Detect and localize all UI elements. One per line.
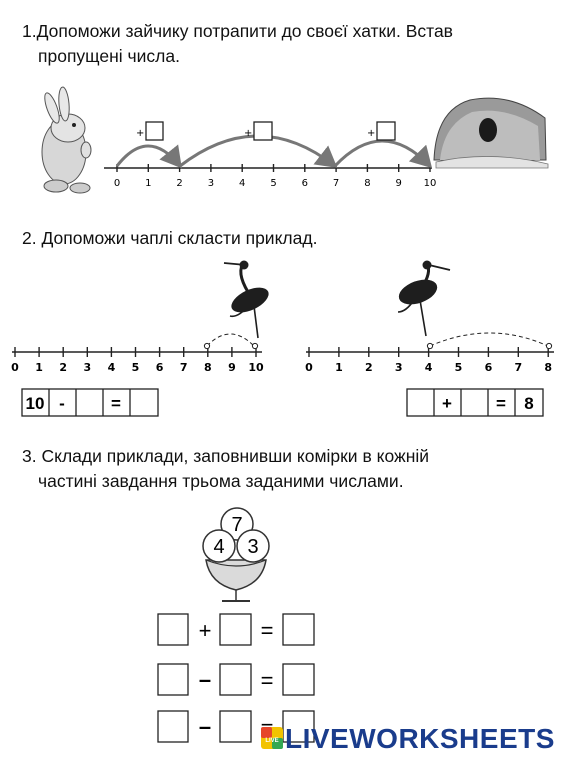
task1-heading: 1.Допоможи зайчику потрапити до своєї ха… <box>22 19 453 69</box>
liveworksheets-watermark: LIVE LIVEWORKSHEETS <box>261 723 555 754</box>
left-eq-equals: = <box>111 394 121 413</box>
bunny-picture <box>41 86 92 194</box>
task3-heading: 3. Склади приклади, заповнивши комірки в… <box>22 444 429 494</box>
ball-top-number: 7 <box>231 514 242 536</box>
t2-left-tick-label-6: 6 <box>156 361 164 374</box>
right-eq-result: 8 <box>524 394 533 413</box>
plus-sign-2: + <box>244 128 252 139</box>
t2-left-tick-label-9: 9 <box>228 361 236 374</box>
task2-left-number-line: 0 1 2 3 4 5 6 7 8 9 10 <box>11 333 264 374</box>
t1-tick-label-6: 6 <box>302 178 308 189</box>
t1-tick-label-1: 1 <box>145 178 151 189</box>
plus-sign-1: + <box>136 128 144 139</box>
t2-left-tick-label-10: 10 <box>248 361 264 374</box>
task1-line1: 1.Допоможи зайчику потрапити до своєї ха… <box>22 21 453 41</box>
left-eq-minus: - <box>59 394 65 413</box>
task1-line2: пропущені числа. <box>38 46 180 66</box>
heron-left-picture <box>223 260 269 339</box>
t2-right-tick-label-6: 6 <box>485 361 493 374</box>
t2-right-tick-label-1: 1 <box>335 361 343 374</box>
right-eq-plus: + <box>442 394 452 413</box>
bunny-house-picture <box>433 97 549 169</box>
row2-box-b[interactable] <box>219 663 252 696</box>
row3-op: – <box>199 714 211 739</box>
row2-box-c[interactable] <box>282 663 315 696</box>
t1-tick-label-9: 9 <box>396 178 402 189</box>
t1-tick-label-2: 2 <box>176 178 182 189</box>
t2-left-tick-label-3: 3 <box>83 361 91 374</box>
ball-left-number: 4 <box>213 536 224 558</box>
row1-box-a[interactable] <box>157 613 189 646</box>
ice-cream-ball-right: 3 <box>236 529 270 563</box>
t1-tick-label-5: 5 <box>270 178 276 189</box>
task1-number-line: 0 1 2 3 4 5 6 7 8 9 10 <box>104 164 436 189</box>
row2-op: – <box>199 667 211 692</box>
t2-left-tick-label-4: 4 <box>108 361 116 374</box>
row3-box-a[interactable] <box>157 710 189 743</box>
right-eq-box-second[interactable] <box>462 390 487 415</box>
task3-line1: 3. Склади приклади, заповнивши комірки в… <box>22 446 430 466</box>
row1-box-c[interactable] <box>282 613 315 646</box>
left-eq-box-subtrahend[interactable] <box>77 390 102 415</box>
t2-left-tick-label-2: 2 <box>59 361 67 374</box>
t2-left-tick-label-1: 1 <box>35 361 43 374</box>
ice-cream-ball-left: 4 <box>202 529 236 563</box>
right-equation: + = 8 <box>406 388 544 417</box>
logo-badge-text: LIVE <box>265 738 278 744</box>
ice-cream-cup-picture <box>205 559 267 602</box>
t1-tick-label-4: 4 <box>239 178 245 189</box>
row1-box-b[interactable] <box>219 613 252 646</box>
t2-right-tick-label-5: 5 <box>455 361 463 374</box>
t2-left-tick-label-7: 7 <box>180 361 188 374</box>
right-eq-equals: = <box>496 394 506 413</box>
left-eq-minuend: 10 <box>26 394 45 413</box>
task2-right-number-line: 0 1 2 3 4 5 6 7 8 <box>305 332 554 374</box>
row2-box-a[interactable] <box>157 663 189 696</box>
row3-box-c[interactable] <box>282 710 315 743</box>
t2-right-tick-label-0: 0 <box>305 361 313 374</box>
t2-right-tick-label-2: 2 <box>365 361 373 374</box>
t1-tick-label-7: 7 <box>333 178 339 189</box>
left-equation: 10 - = <box>21 388 159 417</box>
t1-tick-label-8: 8 <box>364 178 370 189</box>
t1-tick-label-0: 0 <box>114 178 120 189</box>
t2-left-tick-label-5: 5 <box>132 361 140 374</box>
equation-row-2: – = <box>157 663 315 696</box>
t2-right-tick-label-8: 8 <box>544 361 552 374</box>
t2-left-tick-label-0: 0 <box>11 361 19 374</box>
row2-eq: = <box>261 668 274 693</box>
t2-left-tick-label-8: 8 <box>204 361 212 374</box>
row3-box-b[interactable] <box>219 710 252 743</box>
jump-box-1[interactable]: + <box>136 121 164 141</box>
task2-heading: 2. Допоможи чаплі скласти приклад. <box>22 226 317 251</box>
jump-box-3[interactable]: + <box>367 121 396 141</box>
row1-op: + <box>199 618 212 643</box>
heron-right-picture <box>397 260 451 337</box>
right-eq-box-first[interactable] <box>408 390 433 415</box>
equation-row-3: – = <box>157 710 315 743</box>
ball-right-number: 3 <box>247 536 258 558</box>
t1-tick-label-10: 10 <box>424 178 437 189</box>
equation-row-1: + = <box>157 613 315 646</box>
t1-tick-label-3: 3 <box>208 178 214 189</box>
row1-eq: = <box>261 618 274 643</box>
liveworksheets-brand-text: LIVEWORKSHEETS <box>285 723 555 754</box>
left-eq-box-result[interactable] <box>131 390 157 415</box>
t2-right-tick-label-7: 7 <box>514 361 522 374</box>
jump-box-2[interactable]: + <box>244 121 273 141</box>
t2-right-tick-label-4: 4 <box>425 361 433 374</box>
t2-right-tick-label-3: 3 <box>395 361 403 374</box>
task2-line1: 2. Допоможи чаплі скласти приклад. <box>22 228 318 248</box>
task3-line2: частині завдання трьома заданими числами… <box>38 471 404 491</box>
plus-sign-3: + <box>367 128 375 139</box>
